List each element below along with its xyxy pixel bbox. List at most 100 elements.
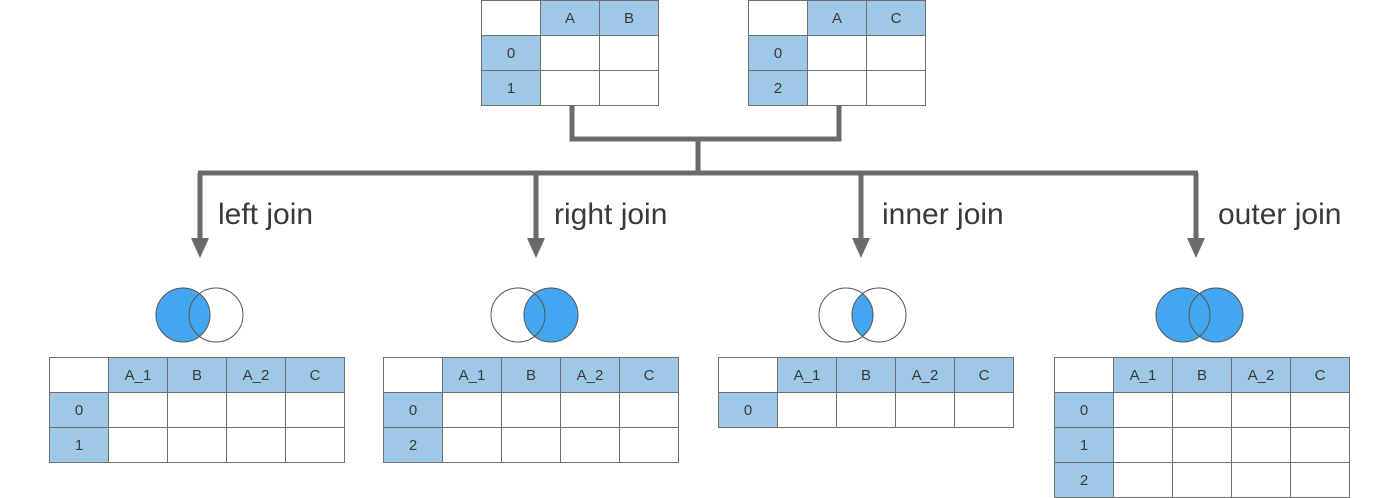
row-index: 0 <box>1054 392 1114 428</box>
table-row: 0 <box>718 392 1014 428</box>
column-header: C <box>1290 357 1350 393</box>
table-corner-cell <box>748 0 808 36</box>
table-cell <box>954 392 1014 428</box>
column-header: A <box>807 0 867 36</box>
table-cell <box>108 392 168 428</box>
table-cell <box>226 392 286 428</box>
column-header: A_1 <box>777 357 837 393</box>
venn-left-join <box>155 287 244 343</box>
table-cell <box>442 427 502 463</box>
table-cell <box>619 392 679 428</box>
table-row: 1 <box>481 70 659 106</box>
row-index: 2 <box>1054 462 1114 498</box>
table-cell <box>599 70 659 106</box>
table-row: 0 <box>383 392 679 428</box>
table-row: 2 <box>383 427 679 463</box>
source-connector <box>569 106 842 142</box>
column-header: C <box>954 357 1014 393</box>
table-cell <box>226 427 286 463</box>
table-cell <box>540 70 600 106</box>
table-corner-cell <box>49 357 109 393</box>
row-index: 1 <box>481 70 541 106</box>
column-header: B <box>836 357 896 393</box>
row-index: 0 <box>383 392 443 428</box>
column-header: B <box>501 357 561 393</box>
table-cell <box>1231 462 1291 498</box>
column-header: C <box>285 357 345 393</box>
table-cell <box>1172 462 1232 498</box>
row-index: 2 <box>748 70 808 106</box>
table-cell <box>1231 427 1291 463</box>
row-index: 0 <box>49 392 109 428</box>
table-row: 1 <box>49 427 345 463</box>
table-corner-cell <box>383 357 443 393</box>
table-row: 2 <box>1054 462 1350 498</box>
table-cell <box>1290 427 1350 463</box>
table-cell <box>501 392 561 428</box>
venn-inner-join <box>818 287 907 343</box>
label-right-join: right join <box>554 198 668 231</box>
table-cell <box>560 392 620 428</box>
table-cell <box>599 35 659 71</box>
table-cell <box>807 35 867 71</box>
column-header: A_1 <box>442 357 502 393</box>
table-corner-cell <box>481 0 541 36</box>
table-cell <box>619 427 679 463</box>
table-cell <box>108 427 168 463</box>
table-cell <box>777 392 837 428</box>
row-index: 2 <box>383 427 443 463</box>
arrowhead-right-join <box>527 238 545 258</box>
table-row: 0 <box>1054 392 1350 428</box>
table-cell <box>285 427 345 463</box>
table-cell <box>540 35 600 71</box>
column-header: C <box>866 0 926 36</box>
row-index: 0 <box>481 35 541 71</box>
column-header: A_2 <box>1231 357 1291 393</box>
table-row: 0 <box>748 35 926 71</box>
table-row: 0 <box>481 35 659 71</box>
column-header: A_1 <box>1113 357 1173 393</box>
label-outer-join: outer join <box>1218 198 1342 231</box>
table-cell <box>866 35 926 71</box>
table-cell <box>285 392 345 428</box>
table-row: 0 <box>49 392 345 428</box>
table-cell <box>895 392 955 428</box>
table-cell <box>1113 462 1173 498</box>
arrowhead-inner-join <box>852 238 870 258</box>
table-cell <box>807 70 867 106</box>
table-cell <box>1290 392 1350 428</box>
arrowhead-left-join <box>191 238 209 258</box>
label-inner-join: inner join <box>882 198 1004 231</box>
column-header: A_2 <box>226 357 286 393</box>
column-header: C <box>619 357 679 393</box>
table-corner-cell <box>1054 357 1114 393</box>
table-cell <box>1290 462 1350 498</box>
table-row: 2 <box>748 70 926 106</box>
arrowhead-outer-join <box>1187 238 1205 258</box>
row-index: 1 <box>1054 427 1114 463</box>
column-header: B <box>1172 357 1232 393</box>
table-cell <box>1172 392 1232 428</box>
column-header: B <box>599 0 659 36</box>
column-header: A_2 <box>560 357 620 393</box>
table-cell <box>442 392 502 428</box>
venn-outer-join <box>1155 287 1244 343</box>
column-header: A_1 <box>108 357 168 393</box>
row-index: 0 <box>748 35 808 71</box>
table-cell <box>1113 392 1173 428</box>
table-corner-cell <box>718 357 778 393</box>
